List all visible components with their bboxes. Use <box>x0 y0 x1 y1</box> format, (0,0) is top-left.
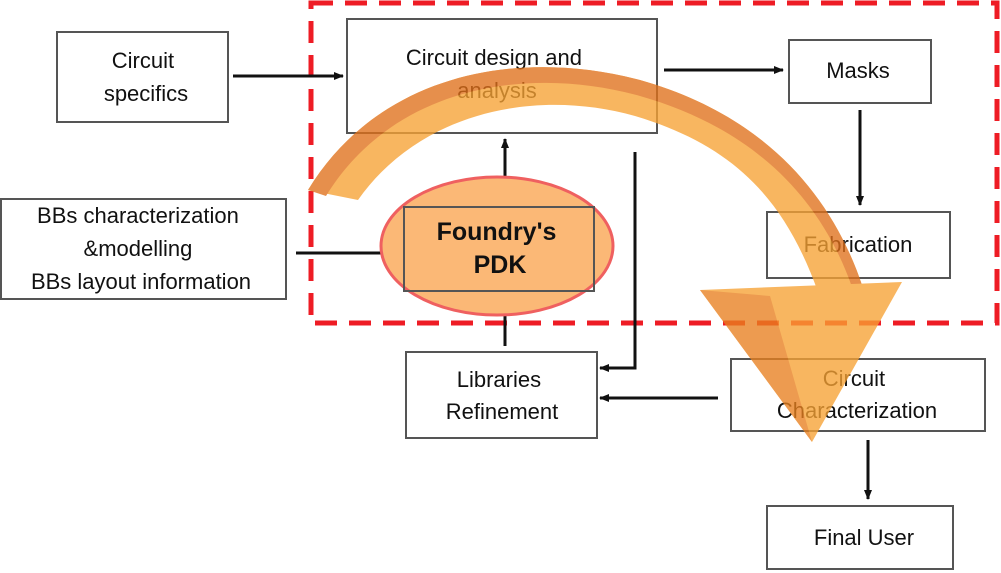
circuit-specifics-label: Circuit specifics <box>104 48 188 106</box>
foundry-pdk-box <box>403 206 595 292</box>
final-user-box <box>766 505 954 570</box>
libraries-refinement-label: Libraries Refinement <box>446 367 559 424</box>
bbs-characterization-label: BBs characterization &modelling BBs layo… <box>31 203 251 294</box>
libraries-refinement-box <box>405 351 598 439</box>
process-flow-big-arrow <box>308 67 902 442</box>
final-user-label: Final User <box>814 525 914 550</box>
arrow-design-to-libraries <box>599 152 637 372</box>
masks-label: Masks <box>826 58 890 83</box>
big-arrow-dark-edge <box>308 67 862 287</box>
bbs-characterization-box <box>0 198 287 300</box>
big-arrow-head-shade <box>700 290 812 442</box>
masks-box <box>788 39 932 104</box>
pdk-scope-region <box>308 0 1000 326</box>
foundry-pdk-label: Foundry's PDK <box>437 218 564 279</box>
circuit-characterization-box <box>730 358 986 432</box>
circuit-specifics-box <box>56 31 229 123</box>
foundry-pdk-ellipse <box>379 175 615 317</box>
